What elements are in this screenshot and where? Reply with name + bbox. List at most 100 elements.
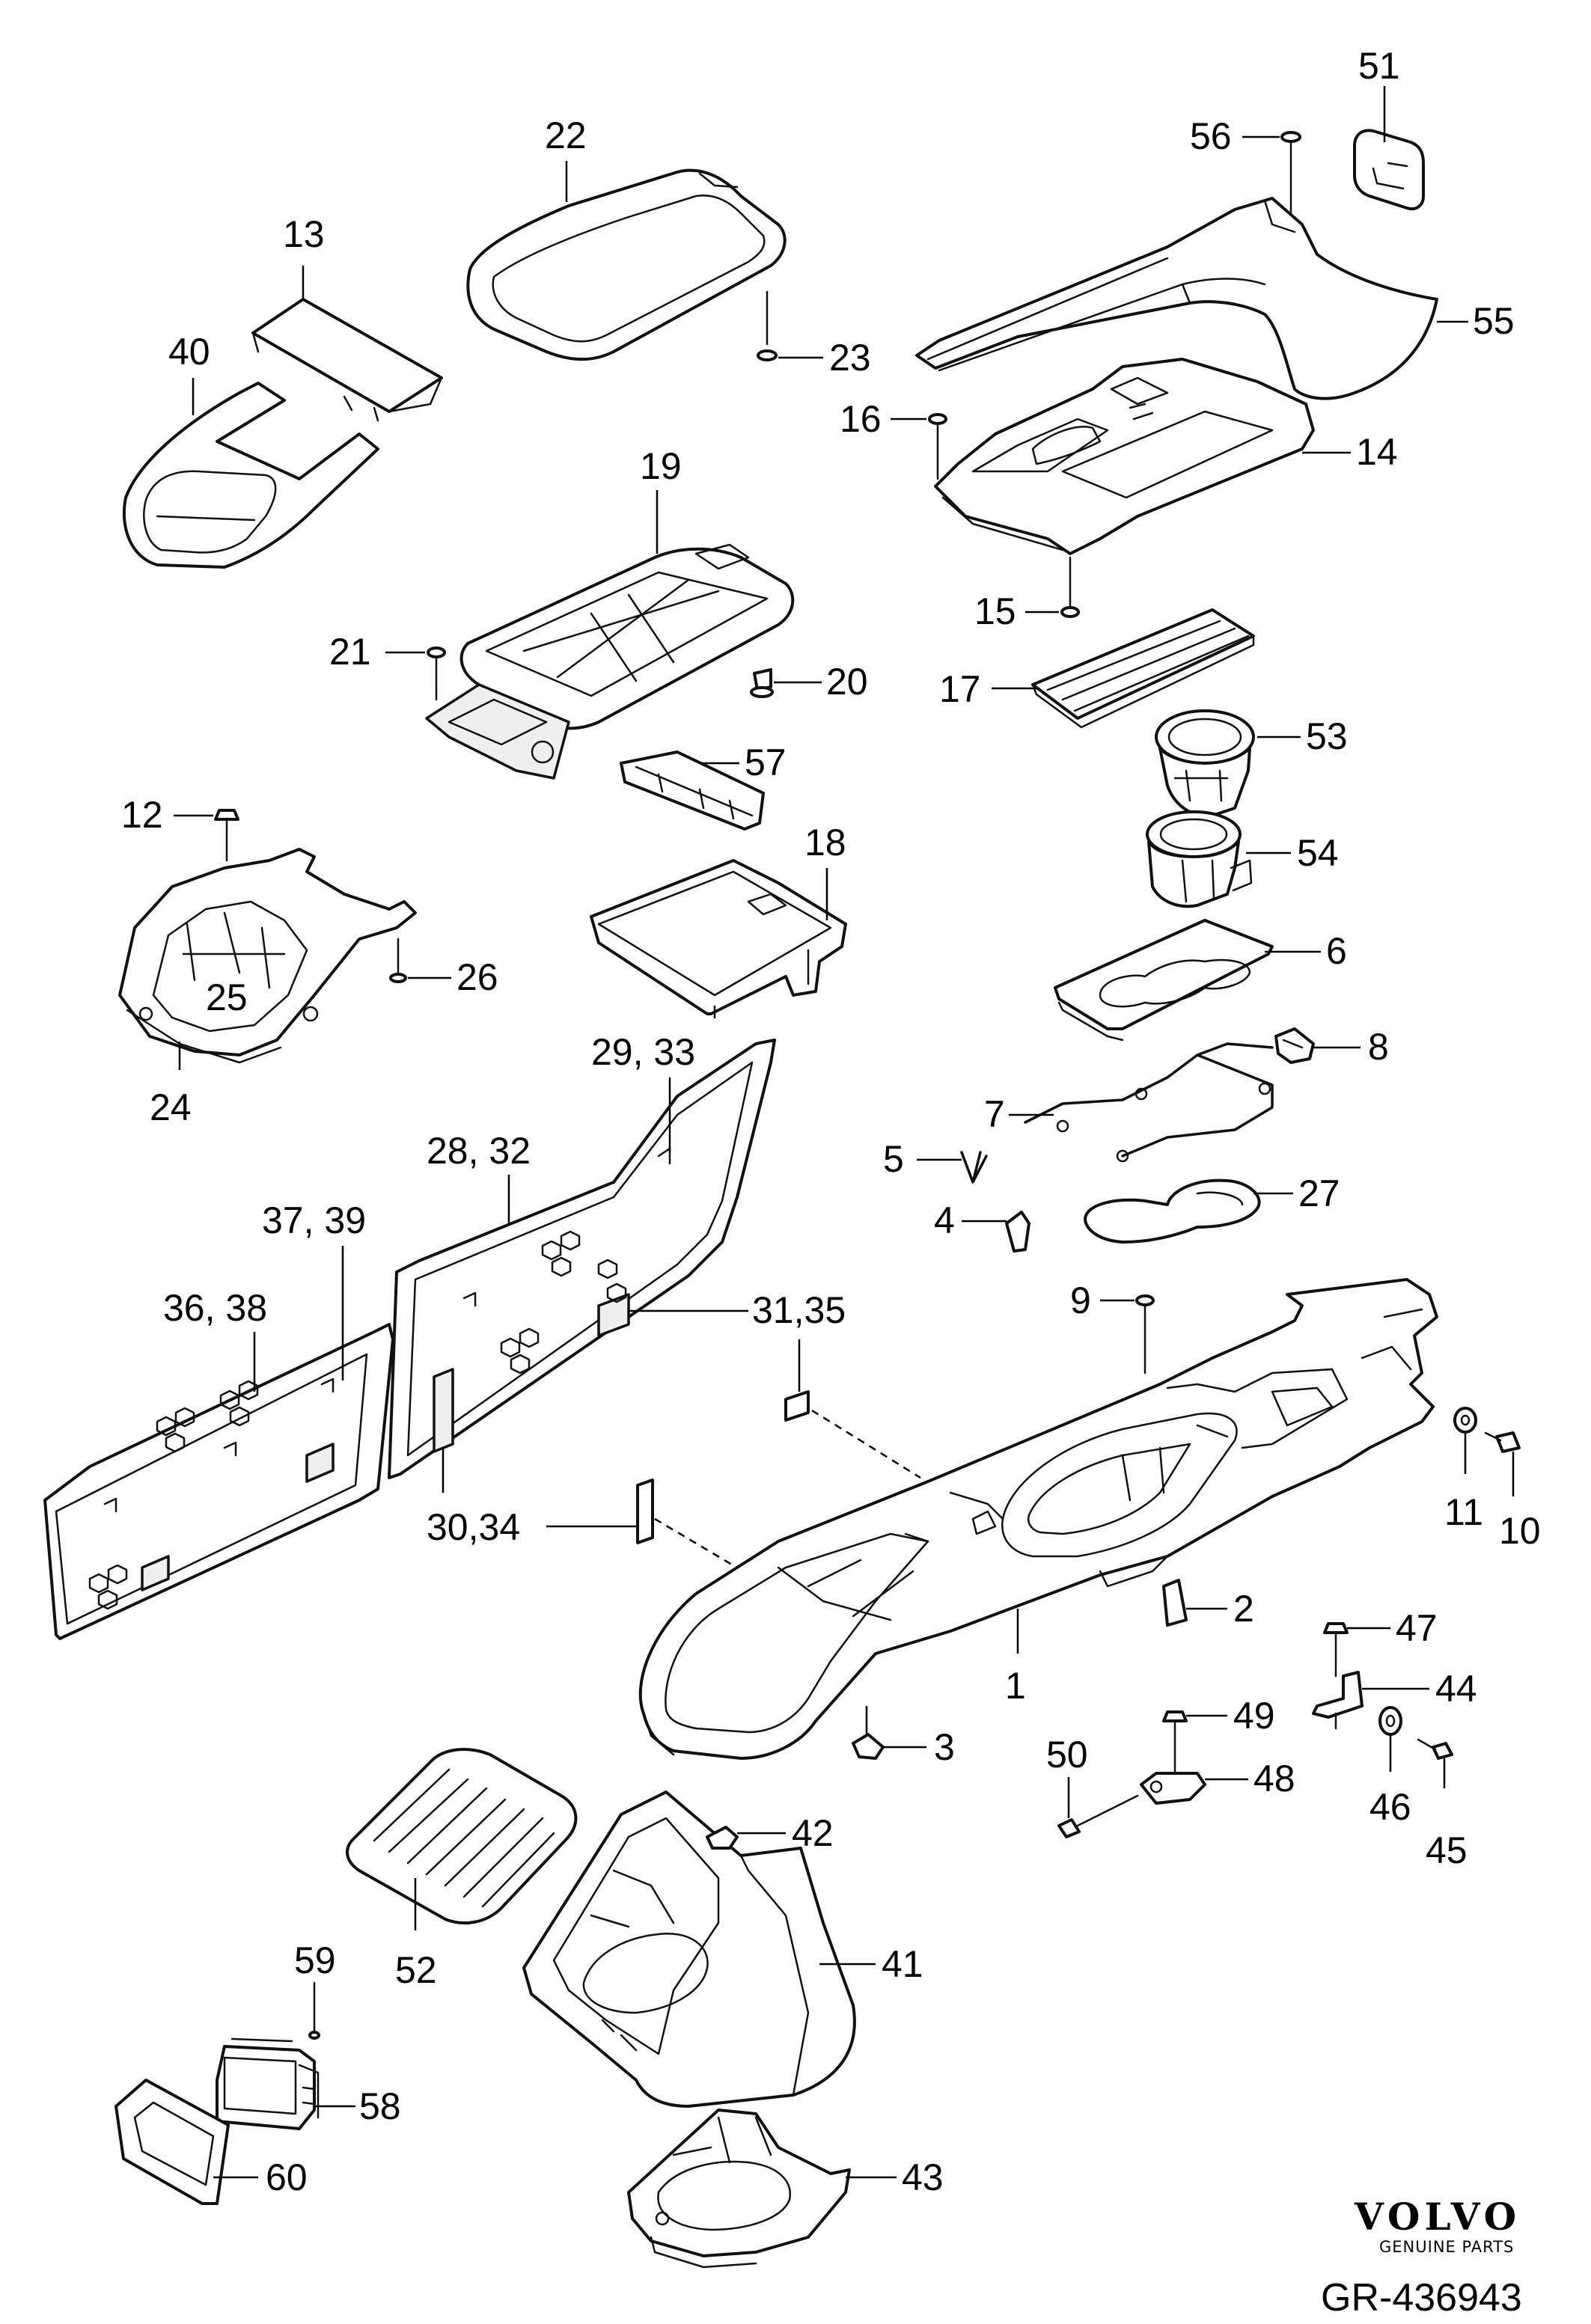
part-14-top-panel bbox=[934, 358, 1315, 555]
part-5-clip bbox=[960, 1151, 988, 1184]
callout-25: 25 bbox=[206, 976, 248, 1018]
callout-47: 47 bbox=[1396, 1607, 1438, 1649]
callout-7: 7 bbox=[984, 1093, 1005, 1135]
part-51-badge bbox=[1353, 129, 1425, 211]
part-50-screw bbox=[1057, 1794, 1139, 1838]
callout-20: 20 bbox=[826, 661, 868, 703]
part-53-cup-insert bbox=[1155, 709, 1255, 818]
callout-12: 12 bbox=[121, 794, 163, 836]
callout-51: 51 bbox=[1358, 45, 1400, 87]
part-9-screw bbox=[1135, 1294, 1155, 1374]
part-7-wiring-harness bbox=[1024, 1042, 1274, 1163]
brand-block: VOLVO GENUINE PARTS GR-436943 bbox=[1321, 2195, 1522, 2320]
callout-60: 60 bbox=[266, 2156, 308, 2198]
part-36-38-side-panel bbox=[43, 1323, 394, 1640]
callout-6: 6 bbox=[1326, 930, 1347, 972]
part-60-bezel bbox=[114, 2079, 230, 2205]
part-6-cup-frame bbox=[1054, 919, 1274, 1042]
part-27-mat-insert bbox=[1084, 1178, 1261, 1244]
part-55-side-trim bbox=[915, 197, 1438, 400]
callout-59: 59 bbox=[294, 1939, 336, 1981]
callout-21: 21 bbox=[329, 631, 371, 673]
callout-1: 1 bbox=[1005, 1665, 1026, 1707]
callout-29-33: 29, 33 bbox=[591, 1031, 695, 1073]
callout-10: 10 bbox=[1499, 1510, 1541, 1552]
callout-44: 44 bbox=[1435, 1668, 1477, 1710]
part-43-cup-holder bbox=[627, 2109, 851, 2269]
callout-2: 2 bbox=[1233, 1588, 1254, 1630]
callout-5: 5 bbox=[883, 1138, 904, 1180]
callout-45: 45 bbox=[1426, 1829, 1468, 1871]
callout-52: 52 bbox=[395, 1949, 437, 1991]
callout-48: 48 bbox=[1253, 1758, 1295, 1799]
part-3-clip bbox=[852, 1733, 885, 1760]
part-18-storage-tray bbox=[590, 859, 847, 1019]
part-45-screw bbox=[1417, 1738, 1453, 1760]
callout-27: 27 bbox=[1298, 1172, 1340, 1214]
callout-14: 14 bbox=[1356, 431, 1398, 473]
part-28-32-side-panel bbox=[388, 1039, 776, 1479]
part-19-armrest-base bbox=[425, 543, 795, 780]
part-8-connector bbox=[1274, 1027, 1315, 1064]
callout-4: 4 bbox=[934, 1199, 955, 1241]
part-58-module bbox=[216, 2037, 320, 2130]
callout-9: 9 bbox=[1070, 1279, 1091, 1321]
callout-24: 24 bbox=[150, 1086, 192, 1128]
part-59-screw bbox=[308, 1981, 320, 2040]
part-10-screw bbox=[1484, 1431, 1521, 1453]
callout-37-39: 37, 39 bbox=[262, 1199, 366, 1241]
part-31-35-pad bbox=[784, 1390, 810, 1422]
callout-11: 11 bbox=[1444, 1491, 1483, 1533]
callout-42: 42 bbox=[792, 1812, 834, 1854]
callout-43: 43 bbox=[902, 2156, 944, 2198]
callout-15: 15 bbox=[974, 590, 1016, 632]
callout-3: 3 bbox=[934, 1726, 955, 1768]
callout-50: 50 bbox=[1046, 1734, 1088, 1776]
callout-13: 13 bbox=[283, 213, 325, 255]
part-22-armrest-lid bbox=[466, 168, 787, 361]
part-23-screw bbox=[757, 290, 778, 361]
callout-30-34: 30,34 bbox=[427, 1506, 520, 1548]
callout-49: 49 bbox=[1233, 1695, 1275, 1737]
brand-tagline: GENUINE PARTS bbox=[1379, 2238, 1514, 2256]
callout-16: 16 bbox=[840, 398, 882, 440]
callout-8: 8 bbox=[1368, 1026, 1389, 1068]
part-13-cover bbox=[251, 298, 443, 422]
callout-58: 58 bbox=[359, 2085, 401, 2127]
callout-22: 22 bbox=[545, 114, 587, 156]
part-11-washer bbox=[1453, 1407, 1477, 1434]
callout-36-38: 36, 38 bbox=[163, 1287, 267, 1329]
part-30-34-pad bbox=[636, 1479, 654, 1544]
part-17-mat bbox=[1031, 608, 1255, 729]
part-2-clip bbox=[1162, 1579, 1188, 1627]
part-16-screw bbox=[928, 413, 947, 480]
callout-28-32: 28, 32 bbox=[427, 1130, 531, 1172]
callout-46: 46 bbox=[1369, 1786, 1411, 1828]
part-46-washer bbox=[1378, 1706, 1402, 1736]
brand-logo: VOLVO bbox=[1354, 2195, 1521, 2239]
part-41-lower-console bbox=[522, 1791, 856, 2108]
callout-56: 56 bbox=[1190, 115, 1232, 157]
part-44-bracket bbox=[1312, 1671, 1364, 1730]
part-26-screw bbox=[389, 938, 407, 983]
callout-53: 53 bbox=[1306, 715, 1348, 757]
part-21-screw bbox=[427, 646, 446, 701]
callout-40: 40 bbox=[168, 331, 210, 373]
part-24-mounting-bracket bbox=[118, 848, 417, 1064]
callout-18: 18 bbox=[804, 822, 846, 863]
part-42-clip bbox=[706, 1826, 739, 1850]
part-54-cup-sleeve bbox=[1146, 810, 1253, 908]
part-49-bolt bbox=[1162, 1710, 1188, 1775]
callout-54: 54 bbox=[1297, 832, 1339, 874]
callout-41: 41 bbox=[882, 1943, 923, 1985]
diagram-reference: GR-436943 bbox=[1321, 2276, 1522, 2320]
part-1-main-console bbox=[638, 1278, 1438, 1760]
callout-26: 26 bbox=[456, 956, 498, 998]
part-47-bolt bbox=[1323, 1622, 1349, 1678]
part-40-trim-bezel bbox=[122, 382, 379, 569]
part-15-screw bbox=[1060, 556, 1080, 618]
part-57-hinge bbox=[620, 750, 765, 831]
part-4-cap bbox=[1005, 1211, 1030, 1253]
part-20-clip bbox=[750, 668, 774, 698]
